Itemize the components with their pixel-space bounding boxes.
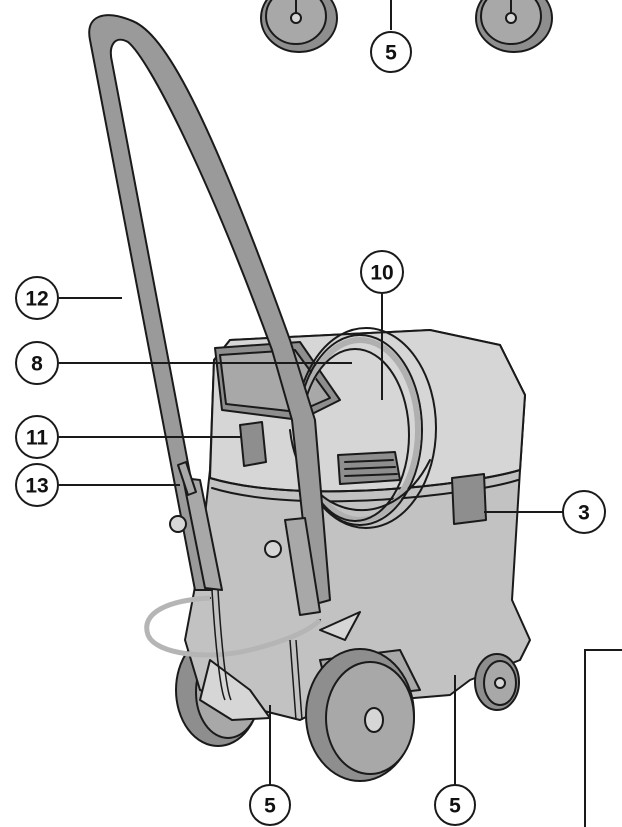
inset-frame <box>584 649 622 827</box>
front-loop-handle <box>144 595 322 658</box>
vent-grille <box>337 451 401 485</box>
callout-3: 3 <box>562 490 606 534</box>
callout-3-label: 3 <box>578 502 590 525</box>
front-wheel <box>305 648 415 782</box>
callout-13: 13 <box>15 463 59 507</box>
callout-12: 12 <box>15 276 59 320</box>
callout-top-5-label: 5 <box>385 42 397 65</box>
callout-8: 8 <box>15 341 59 385</box>
callout-10: 10 <box>360 250 404 294</box>
switch-11 <box>239 421 267 467</box>
callout-bottom-right-5-label: 5 <box>449 795 461 818</box>
callout-11: 11 <box>15 415 59 459</box>
callout-8-label: 8 <box>31 353 43 376</box>
callout-bottom-left-5-label: 5 <box>264 795 276 818</box>
callout-10-label: 10 <box>370 262 393 285</box>
top-right-wheel <box>475 0 553 53</box>
callout-top-5: 5 <box>370 31 412 73</box>
callout-12-label: 12 <box>25 288 48 311</box>
callout-13-label: 13 <box>25 475 48 498</box>
socket-3 <box>451 473 487 525</box>
callout-11-label: 11 <box>26 427 49 450</box>
rear-caster <box>474 653 520 711</box>
top-wheel-detail <box>260 0 553 53</box>
top-left-wheel <box>260 0 338 53</box>
handle-brackets <box>169 461 321 616</box>
callout-bottom-right-5: 5 <box>434 784 476 826</box>
callout-bottom-left-5: 5 <box>249 784 291 826</box>
power-cord <box>211 589 303 721</box>
